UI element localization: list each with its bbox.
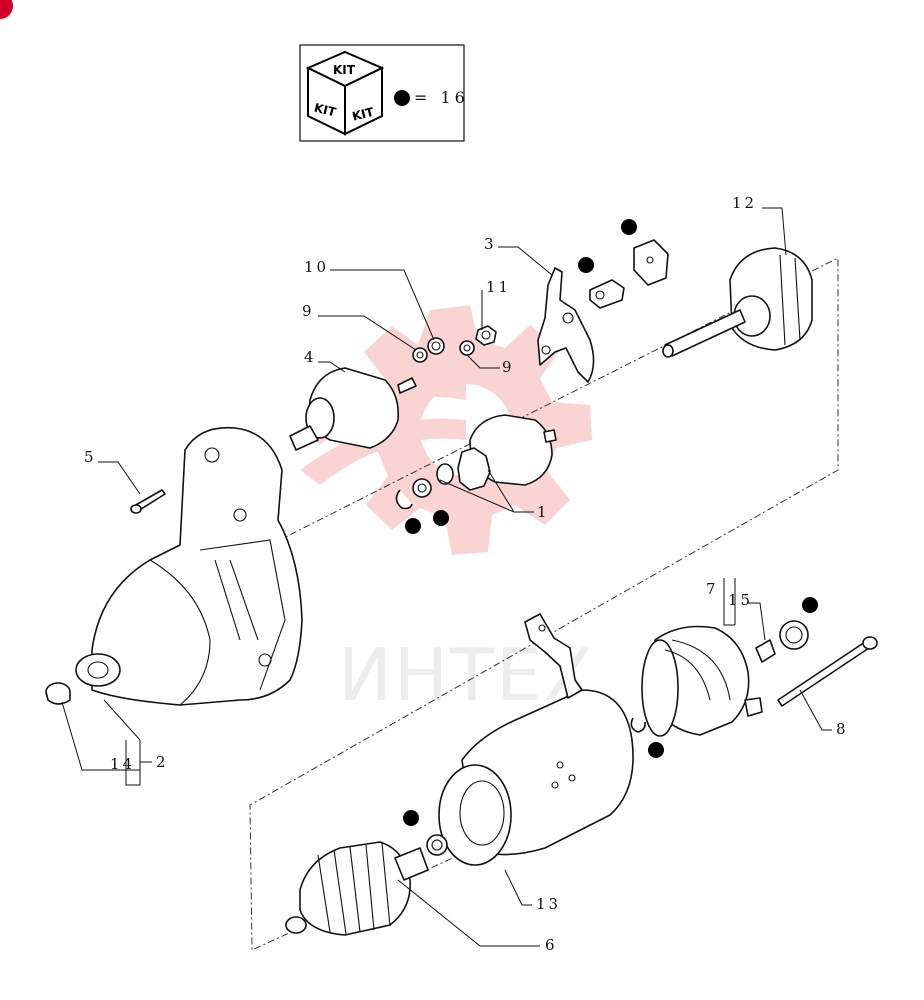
callout-10: 10: [304, 258, 329, 276]
washers-and-nut: [412, 325, 497, 363]
drive-end-housing: [75, 426, 303, 706]
callout-3: 3: [484, 235, 497, 253]
kit-marker-icon: [578, 257, 594, 273]
kit-left-label: KIT: [313, 101, 338, 120]
kit-marker-icon: [403, 810, 419, 826]
intermediate-bearing-with-shaft: [662, 247, 813, 358]
callout-8: 8: [836, 720, 849, 738]
callout-9-upper: 9: [302, 302, 315, 320]
kit-marker-icon: [621, 219, 637, 235]
callout-6: 6: [545, 936, 558, 954]
kit-marker-icon: [405, 518, 421, 534]
callout-5: 5: [84, 448, 97, 466]
callout-2: 2: [156, 753, 169, 771]
watermark: ИНТЕХ: [300, 305, 593, 717]
callout-7: 7: [706, 580, 719, 598]
callout-labels: 1 2 3 4 5 6 7 8 9 9 10 11 12 13 14 15: [84, 194, 849, 954]
corner-logo-icon: [0, 0, 13, 19]
armature: [285, 834, 448, 936]
screw: [130, 489, 166, 514]
commutator-end-cap: [641, 625, 763, 737]
through-bolt: [777, 636, 878, 707]
callout-9-lower: 9: [502, 358, 515, 376]
solenoid: [289, 367, 417, 451]
bushing: [45, 682, 71, 705]
kit-marker-icon: [433, 510, 449, 526]
callout-11: 11: [486, 278, 511, 296]
kit-right-label: KIT: [351, 105, 376, 124]
kit-marker-icon: [802, 597, 818, 613]
kit-legend-box: KIT KIT KIT = 16: [299, 44, 469, 142]
kit-cube-icon: KIT KIT KIT: [305, 50, 385, 136]
stator-yoke: [438, 613, 634, 866]
shift-fork-lever: [537, 267, 595, 383]
kit-top-label: KIT: [333, 63, 356, 77]
callout-12: 12: [732, 194, 757, 212]
kit-equation: = 16: [414, 88, 469, 107]
callout-4: 4: [304, 348, 317, 366]
leader-lines: [61, 207, 832, 947]
drive-pinion-assembly: [395, 414, 557, 510]
plunger-and-clip: [589, 239, 669, 309]
kit-markers: [403, 219, 818, 826]
callout-14: 14: [110, 755, 135, 773]
end-bushing-and-seal: [630, 620, 809, 733]
callout-15: 15: [728, 591, 753, 609]
filled-dot-icon: [394, 90, 410, 106]
callout-13: 13: [536, 895, 561, 913]
kit-marker-icon: [648, 742, 664, 758]
callout-1: 1: [537, 503, 550, 521]
